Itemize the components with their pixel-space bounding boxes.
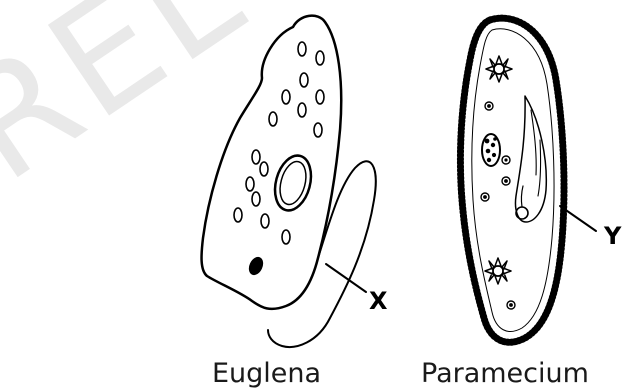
caption-paramecium: Paramecium — [421, 358, 589, 389]
food-vacuoles — [481, 102, 515, 309]
euglena-eyespot[interactable] — [247, 255, 265, 276]
macronucleus-granules — [485, 137, 497, 162]
pointer-label-y: Y — [604, 222, 621, 250]
contractile-vacuole-bottom — [485, 258, 511, 284]
caption-euglena: Euglena — [212, 358, 321, 389]
oral-groove-detail — [531, 110, 541, 196]
macronucleus — [482, 134, 500, 166]
euglena-drawing — [202, 16, 376, 347]
pointer-label-x: X — [369, 287, 388, 315]
paramecium-inner-outline — [472, 29, 554, 332]
euglena-nucleus — [269, 152, 316, 215]
gullet-tail — [521, 186, 523, 207]
euglena-flagellum — [268, 161, 376, 347]
euglena-body-outline — [202, 16, 342, 309]
euglena-chloroplasts — [234, 42, 324, 244]
food-vacuole-forming — [516, 207, 528, 219]
micronucleus-dot — [504, 158, 507, 161]
paramecium-cilia — [460, 18, 564, 342]
paramecium-drawing — [460, 18, 596, 342]
contractile-vacuole-top — [486, 56, 512, 82]
oral-groove — [515, 96, 546, 222]
